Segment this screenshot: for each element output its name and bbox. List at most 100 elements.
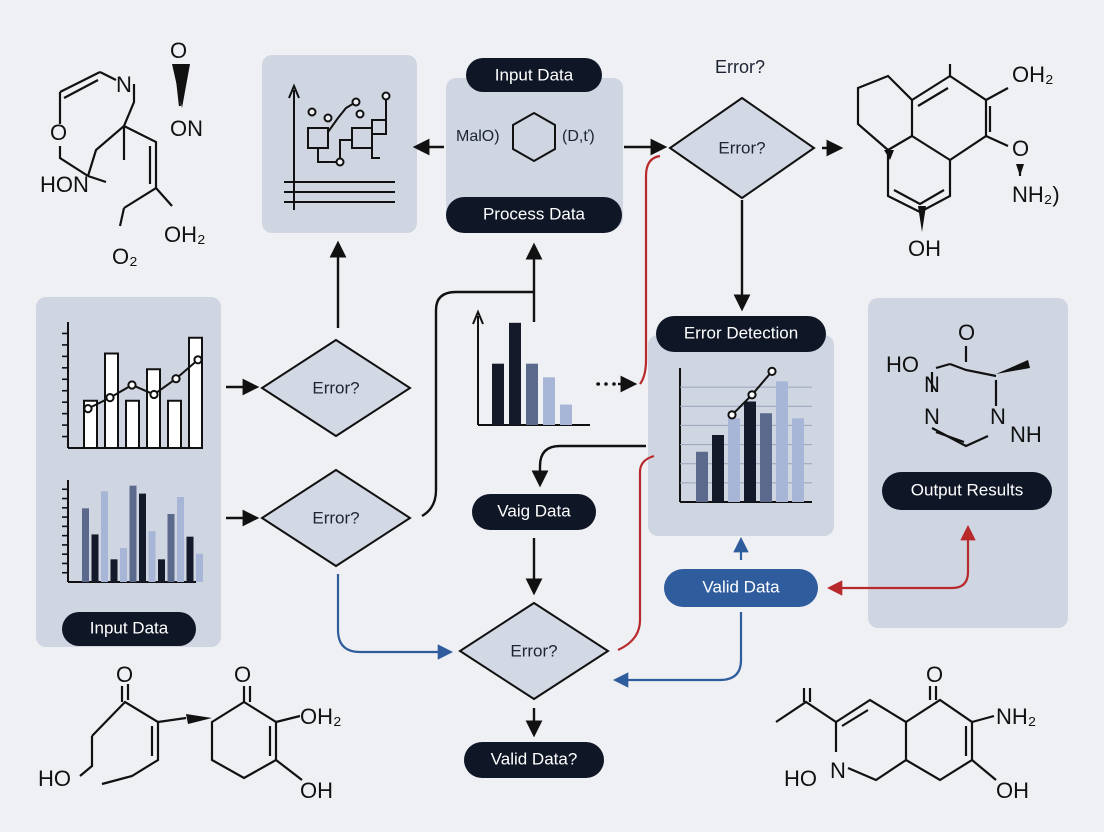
chem-tl-o2: O₂ bbox=[112, 244, 138, 269]
error-detection-chart bbox=[679, 366, 812, 503]
blue-arrow-diamond-to-error bbox=[336, 574, 454, 660]
valid-data-question-pill bbox=[464, 742, 604, 778]
valid-data-mid-label: Vaiɡ Data bbox=[497, 501, 571, 520]
bar bbox=[560, 404, 572, 425]
bar bbox=[186, 536, 194, 582]
input-data-top-pill bbox=[466, 58, 602, 92]
arrow-diamond-to-process bbox=[421, 290, 534, 518]
bar bbox=[196, 553, 203, 582]
error-diamond-left-2 bbox=[260, 468, 412, 568]
circuit-chart-icon bbox=[284, 83, 395, 210]
panel-error-detection bbox=[648, 335, 834, 536]
blue-arrows bbox=[336, 536, 749, 688]
trend-point bbox=[727, 410, 737, 420]
trend-point bbox=[83, 404, 93, 414]
molecule-right-panel bbox=[930, 346, 998, 448]
output-results-pill bbox=[882, 472, 1052, 510]
error-diamond-top bbox=[668, 96, 816, 200]
trend-point bbox=[747, 390, 757, 400]
trend-point bbox=[149, 389, 159, 400]
trend-point bbox=[127, 380, 137, 390]
bar bbox=[509, 322, 521, 425]
chem-r-n1: N bbox=[924, 372, 940, 397]
chem-tl-oh2: OH₂ bbox=[164, 222, 206, 247]
chem-r-ho: HO bbox=[886, 352, 919, 377]
trend-point bbox=[171, 374, 181, 384]
trend-point bbox=[767, 366, 777, 376]
error-diamond-bottom bbox=[458, 601, 610, 701]
dt-label: (D,ť) bbox=[562, 128, 595, 145]
chem-tr-o: O bbox=[1012, 136, 1029, 161]
chem-br-o: O bbox=[926, 662, 943, 687]
red-arrows bbox=[617, 154, 976, 652]
chem-bl-oh2: OH₂ bbox=[300, 704, 342, 729]
bar bbox=[776, 381, 788, 502]
chem-bl-oh: OH bbox=[300, 778, 333, 803]
molecule-top-left bbox=[58, 69, 182, 227]
blue-arrow-valid-to-error bbox=[612, 612, 743, 688]
chem-bl-ho: HO bbox=[38, 766, 71, 791]
error-detection-pill bbox=[656, 316, 826, 352]
error-detection-label: Error Detection bbox=[684, 323, 798, 342]
panel-process bbox=[446, 78, 623, 228]
error-top-label: Error? bbox=[715, 57, 765, 77]
bar bbox=[125, 399, 140, 449]
chem-tl-hon: HON bbox=[40, 172, 89, 197]
bar bbox=[492, 363, 504, 425]
bar bbox=[82, 508, 89, 582]
black-arrows bbox=[226, 138, 844, 738]
wedge-bottom-left bbox=[186, 714, 212, 724]
valid-data-blue-label: Valid Data bbox=[702, 577, 780, 596]
input-data-top-label: Input Data bbox=[495, 65, 574, 84]
wedge-right-panel bbox=[996, 360, 1030, 374]
process-data-pill bbox=[446, 197, 622, 233]
input-data-bottom-label: Input Data bbox=[90, 618, 169, 637]
bar bbox=[110, 559, 118, 582]
bar bbox=[526, 363, 538, 425]
chem-br-n: N bbox=[830, 758, 846, 783]
output-results-label: Output Results bbox=[911, 480, 1023, 499]
dotted-arrow bbox=[596, 375, 638, 393]
chem-tr-oh: OH bbox=[908, 236, 941, 261]
bar bbox=[139, 493, 146, 582]
input-bar-line-chart bbox=[62, 322, 203, 449]
error-diamond-left-1-label: Error? bbox=[312, 378, 359, 397]
wedge-top-right-2 bbox=[918, 206, 926, 232]
chem-tl-on: ON bbox=[170, 116, 203, 141]
chem-r-n2: N bbox=[924, 404, 940, 429]
bar bbox=[158, 559, 165, 582]
trend-point bbox=[105, 393, 115, 403]
error-diamond-top-label: Error? bbox=[718, 138, 765, 157]
bar bbox=[728, 418, 740, 502]
chem-r-n3: N bbox=[990, 404, 1006, 429]
wedge-top-right-1 bbox=[884, 150, 894, 160]
chem-tr-nh2: NH₂) bbox=[1012, 182, 1060, 207]
bar bbox=[167, 399, 182, 449]
malo-label: MalO) bbox=[456, 128, 500, 145]
bar bbox=[146, 368, 161, 449]
trend-point bbox=[193, 355, 203, 365]
bar bbox=[188, 336, 203, 449]
bar bbox=[543, 377, 555, 425]
error-diamond-left-2-label: Error? bbox=[312, 508, 359, 527]
bar bbox=[101, 491, 108, 582]
valid-data-question-label: Valid Data? bbox=[491, 749, 578, 768]
chem-bl-o1: O bbox=[116, 662, 133, 687]
red-line-top bbox=[639, 154, 661, 385]
bar bbox=[177, 497, 184, 582]
chem-r-nh: NH bbox=[1010, 422, 1042, 447]
chem-br-nh2: NH₂ bbox=[996, 704, 1036, 729]
chem-br-ho: HO bbox=[784, 766, 817, 791]
chem-br-oh: OH bbox=[996, 778, 1029, 803]
bar bbox=[120, 548, 127, 582]
red-arrow-valid-to-output bbox=[826, 524, 976, 596]
input-data-bottom-pill bbox=[62, 612, 196, 646]
wedge-top-left bbox=[172, 64, 190, 108]
chem-tl-o-top: O bbox=[170, 38, 187, 63]
bar bbox=[792, 418, 804, 502]
bar bbox=[148, 531, 156, 582]
error-diamond-bottom-label: Error? bbox=[510, 641, 557, 660]
chem-bl-o2: O bbox=[234, 662, 251, 687]
bar bbox=[712, 435, 724, 502]
